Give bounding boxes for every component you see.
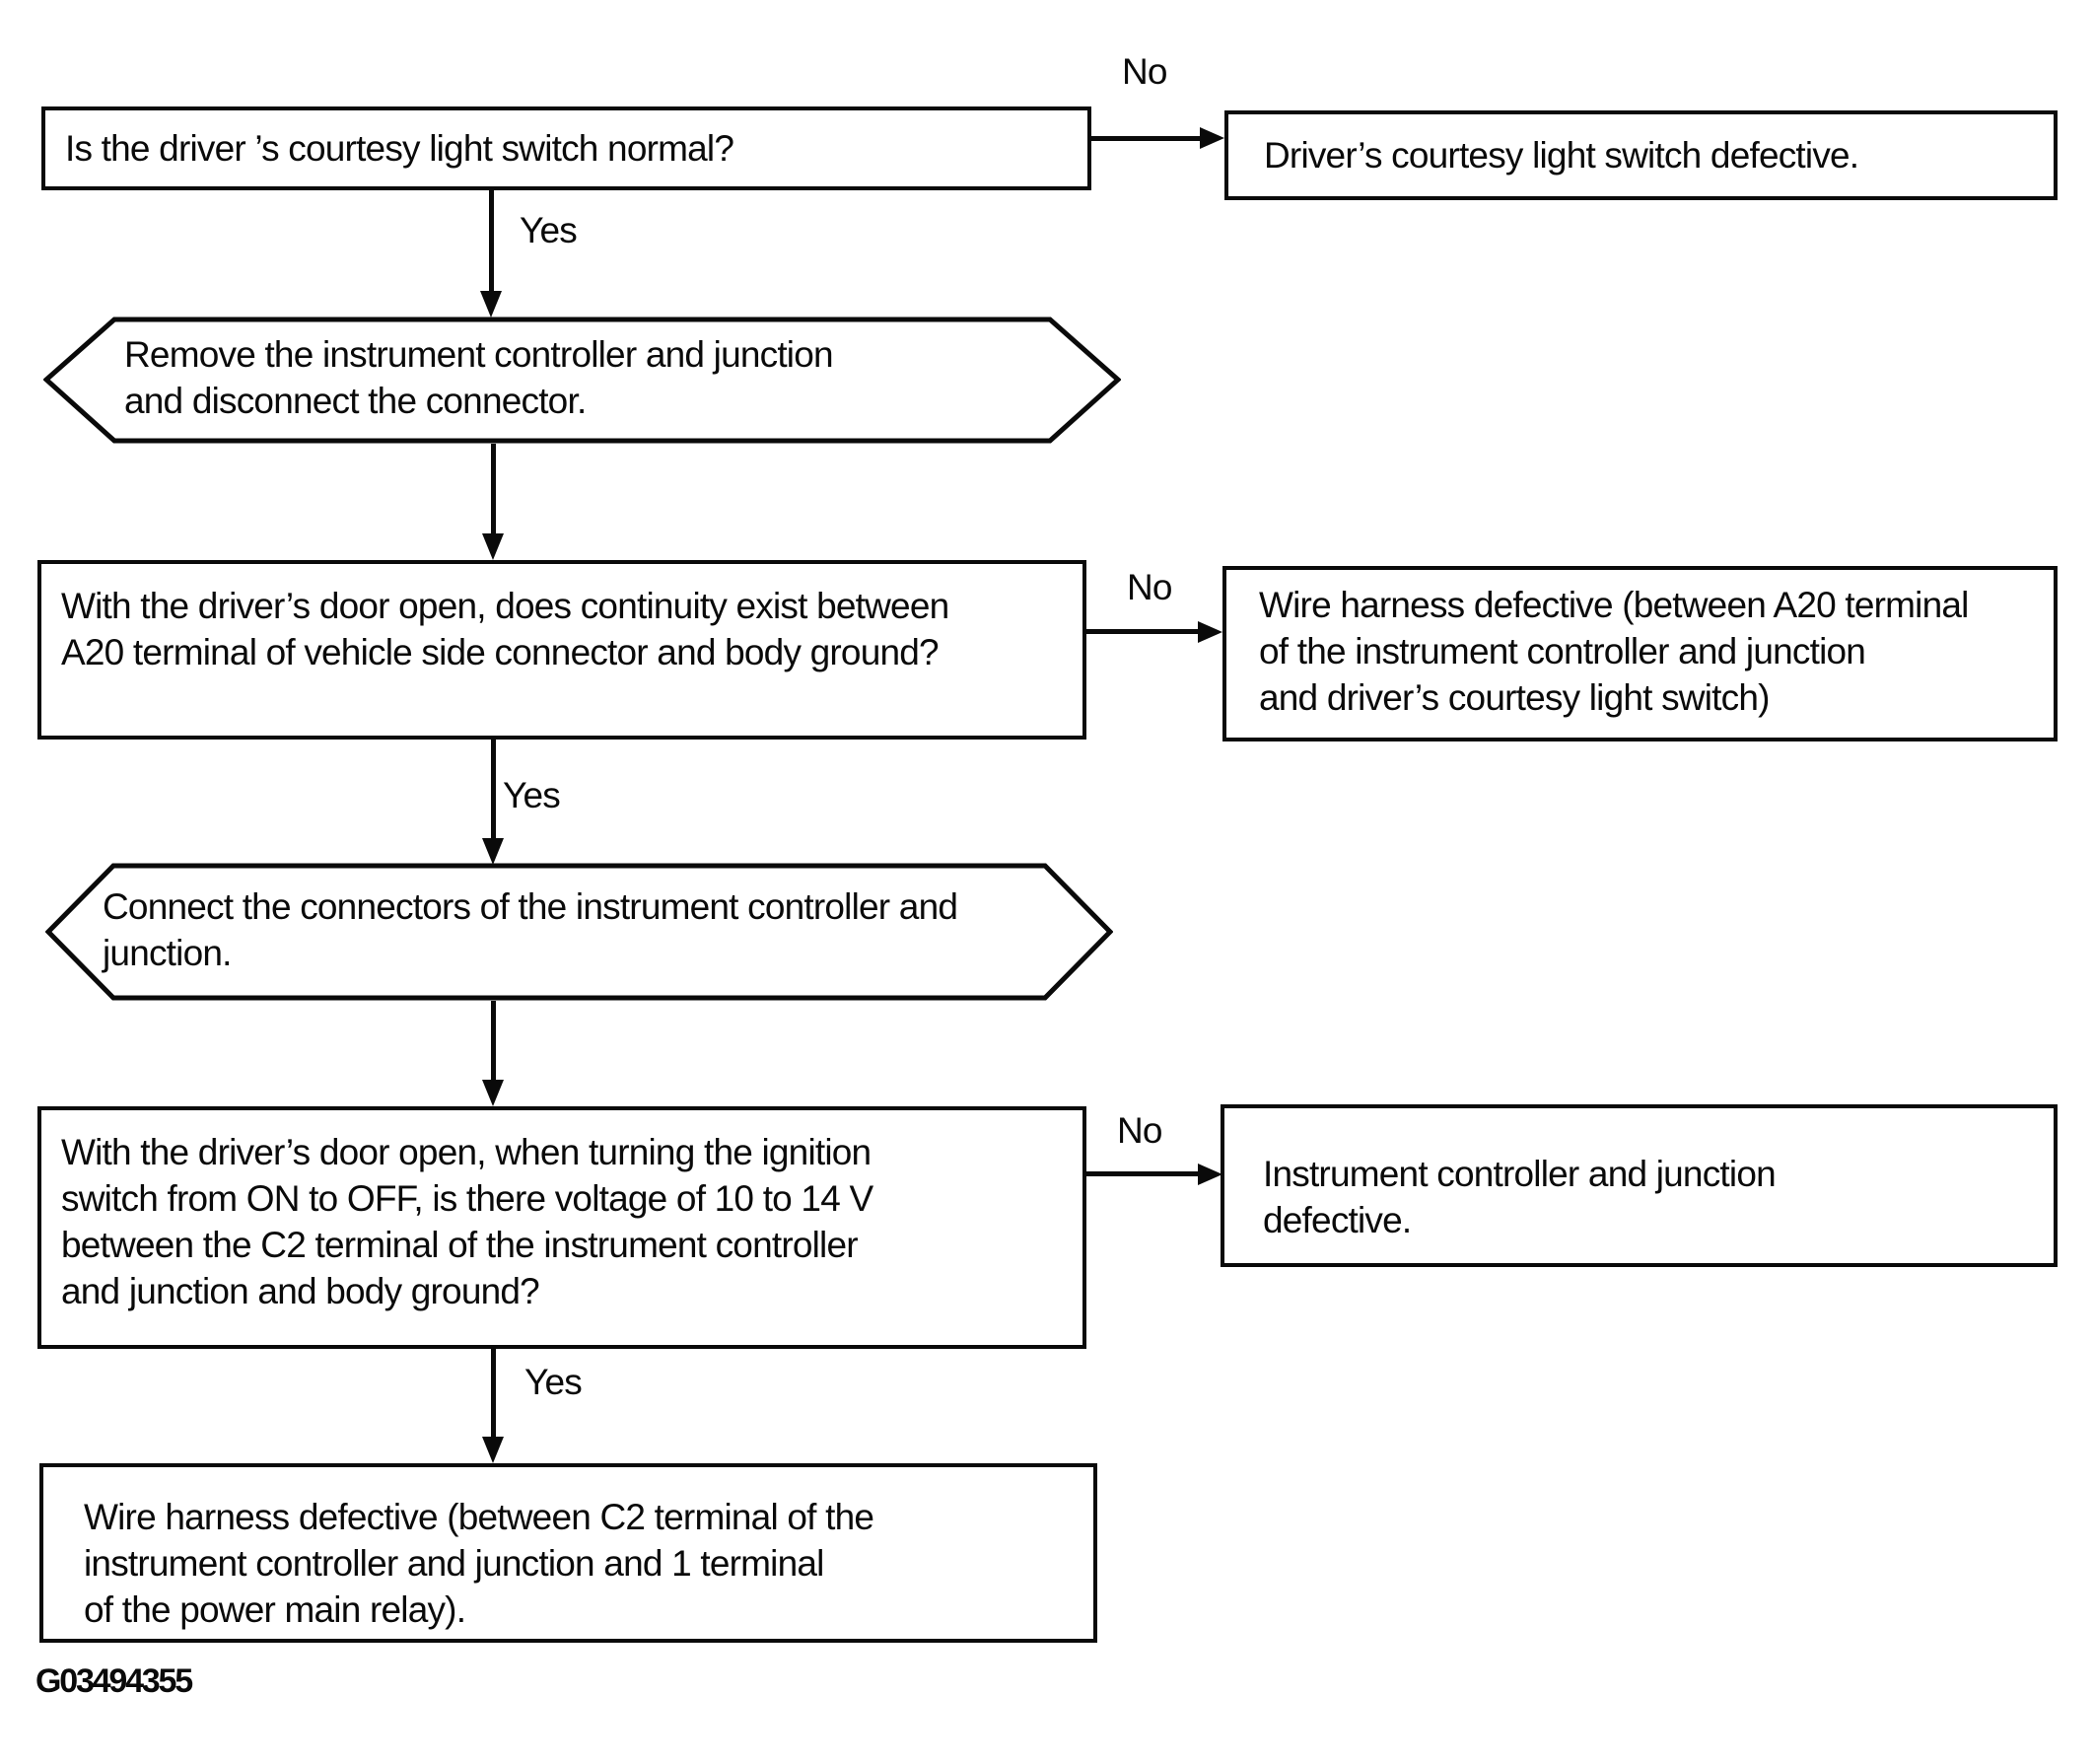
node-text-line: instrument controller and junction and 1… bbox=[84, 1543, 824, 1584]
arrow-q3-to-r3 bbox=[1086, 1171, 1201, 1176]
arrowhead-down-icon bbox=[480, 291, 502, 318]
arrowhead-right-icon bbox=[1200, 127, 1224, 149]
edge-label-yes: Yes bbox=[524, 1362, 583, 1402]
node-text-line: defective. bbox=[1263, 1200, 1412, 1240]
arrow-q2-to-h2 bbox=[491, 740, 496, 840]
arrow-h2-to-q3 bbox=[491, 1001, 496, 1082]
arrow-h1-to-q2 bbox=[491, 444, 496, 535]
hexagon-outline bbox=[43, 317, 1121, 444]
arrow-q1-to-h1 bbox=[489, 190, 494, 293]
node-text-line: and disconnect the connector. bbox=[124, 381, 587, 421]
figure-id: G03494355 bbox=[35, 1662, 193, 1700]
hexagon-outline bbox=[45, 863, 1113, 1001]
arrow-q2-to-r2 bbox=[1086, 629, 1201, 634]
node-text-line: between the C2 terminal of the instrumen… bbox=[61, 1225, 859, 1265]
arrowhead-right-icon bbox=[1198, 1164, 1222, 1185]
arrowhead-right-icon bbox=[1198, 621, 1222, 643]
arrowhead-down-icon bbox=[482, 533, 504, 560]
arrowhead-down-icon bbox=[482, 1437, 504, 1463]
result-courtesy-light-switch-defective: Driver’s courtesy light switch defective… bbox=[1224, 110, 2058, 200]
result-wire-harness-defective-a20: Wire harness defective (between A20 term… bbox=[1222, 566, 2058, 741]
process-connect-connectors: Connect the connectors of the instrument… bbox=[45, 863, 1113, 1001]
node-text-line: of the instrument controller and junctio… bbox=[1259, 631, 1866, 671]
node-text-line: A20 terminal of vehicle side connector a… bbox=[61, 632, 940, 672]
node-text-line: and driver’s courtesy light switch) bbox=[1259, 677, 1770, 718]
process-remove-instrument-controller: Remove the instrument controller and jun… bbox=[43, 317, 1121, 444]
edge-label-yes: Yes bbox=[503, 775, 561, 815]
node-text-line: junction. bbox=[103, 933, 232, 973]
edge-label-no: No bbox=[1127, 567, 1172, 607]
node-text-line: Wire harness defective (between C2 termi… bbox=[84, 1497, 874, 1537]
decision-continuity-a20-body-ground: With the driver’s door open, does contin… bbox=[37, 560, 1086, 740]
node-text-line: Is the driver ’s courtesy light switch n… bbox=[65, 128, 734, 169]
node-text-line: Remove the instrument controller and jun… bbox=[124, 334, 834, 375]
arrow-q1-to-r1 bbox=[1091, 136, 1202, 141]
edge-label-yes: Yes bbox=[520, 210, 578, 250]
node-text-line: With the driver’s door open, does contin… bbox=[61, 586, 949, 626]
edge-label-no: No bbox=[1117, 1110, 1162, 1151]
arrowhead-down-icon bbox=[482, 1080, 504, 1106]
node-text-line: Driver’s courtesy light switch defective… bbox=[1264, 135, 1859, 176]
node-text-line: of the power main relay). bbox=[84, 1589, 466, 1630]
arrowhead-down-icon bbox=[482, 838, 504, 865]
arrow-q3-to-end bbox=[491, 1349, 496, 1439]
decision-voltage-c2-terminal: With the driver’s door open, when turnin… bbox=[37, 1106, 1086, 1349]
result-instrument-controller-defective: Instrument controller and junction defec… bbox=[1221, 1104, 2058, 1267]
edge-label-no: No bbox=[1122, 51, 1167, 92]
node-text-line: Instrument controller and junction bbox=[1263, 1154, 1777, 1194]
node-text-line: Connect the connectors of the instrument… bbox=[103, 886, 958, 927]
result-wire-harness-defective-c2: Wire harness defective (between C2 termi… bbox=[39, 1463, 1097, 1643]
node-text-line: Wire harness defective (between A20 term… bbox=[1259, 585, 1969, 625]
decision-courtesy-light-switch-normal: Is the driver ’s courtesy light switch n… bbox=[41, 106, 1091, 190]
node-text-line: switch from ON to OFF, is there voltage … bbox=[61, 1178, 873, 1219]
node-text-line: With the driver’s door open, when turnin… bbox=[61, 1132, 872, 1172]
node-text-line: and junction and body ground? bbox=[61, 1271, 540, 1311]
